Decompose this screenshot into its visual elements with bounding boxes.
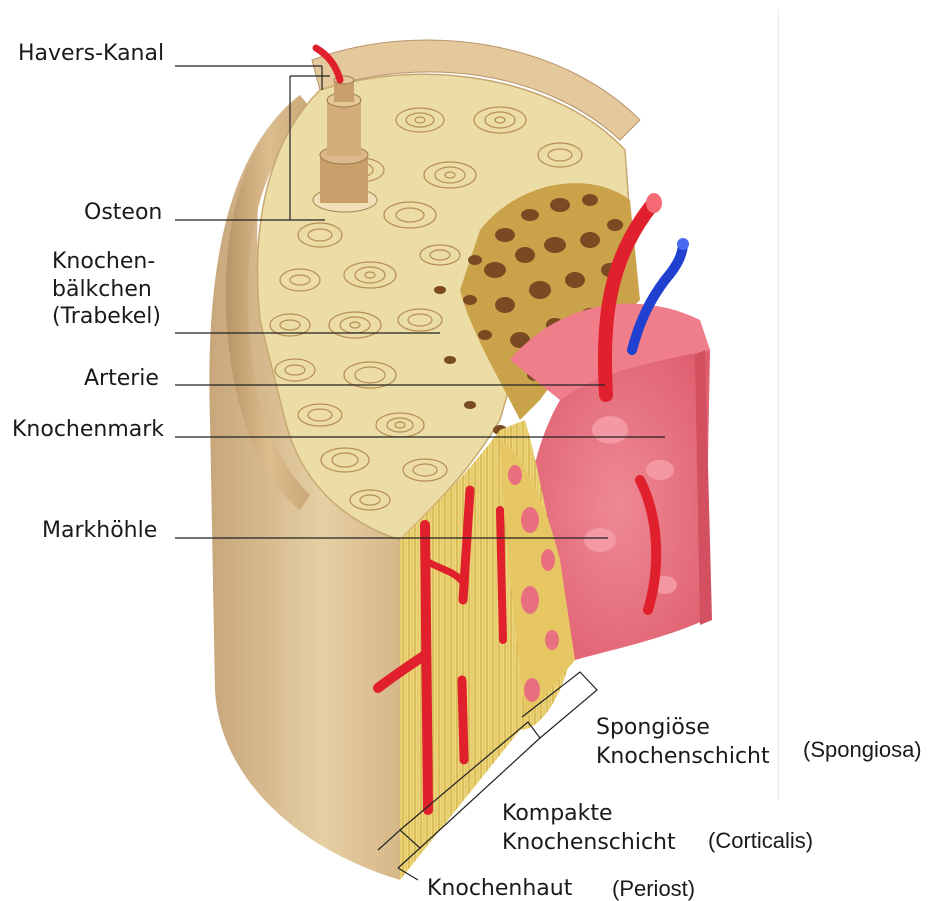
label-periost: (Periost) (612, 876, 695, 901)
label-knochenmark: Knochenmark (12, 417, 164, 442)
label-osteon: Osteon (84, 200, 162, 225)
label-havers-kanal: Havers-Kanal (18, 41, 164, 66)
label-spongiosa: (Spongiosa) (803, 737, 922, 762)
label-arterie: Arterie (84, 366, 159, 391)
label-spongioese-line2: Knochenschicht (596, 743, 770, 772)
label-markhoehle: Markhöhle (42, 518, 157, 543)
label-spongioese-line1: Spongiöse (596, 714, 770, 743)
label-knochenbaelkchen-line1: Knochen- (52, 248, 161, 276)
label-corticalis: (Corticalis) (708, 828, 813, 853)
label-kompakte: Kompakte Knochenschicht (502, 800, 676, 857)
label-kompakte-line2: Knochenschicht (502, 829, 676, 858)
label-knochenhaut: Knochenhaut (427, 876, 572, 901)
label-spongioese: Spongiöse Knochenschicht (596, 714, 770, 771)
label-kompakte-line1: Kompakte (502, 800, 676, 829)
label-knochenbaelkchen-line2: bälkchen (52, 276, 161, 304)
label-knochenbaelkchen-line3: (Trabekel) (52, 303, 161, 331)
label-knochenbaelkchen: Knochen- bälkchen (Trabekel) (52, 248, 161, 331)
